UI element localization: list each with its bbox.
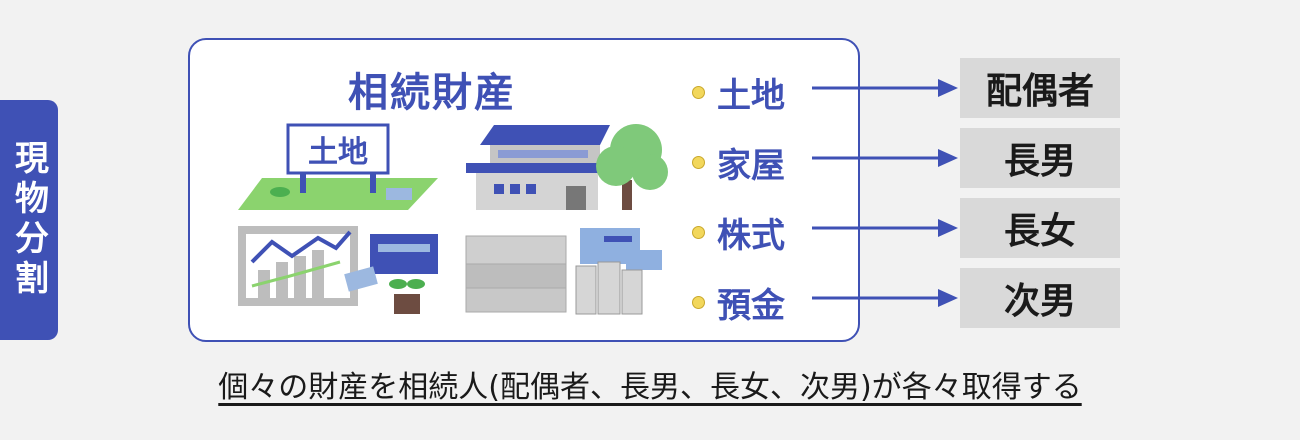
heir-eldest-son: 長男 bbox=[960, 128, 1120, 188]
asset-label: 土地 bbox=[717, 76, 785, 116]
method-label: 現物分割 bbox=[8, 140, 49, 300]
assignment-arrows bbox=[812, 79, 958, 307]
bullet-icon bbox=[692, 226, 705, 239]
cash-stack-icon bbox=[465, 228, 662, 315]
asset-label: 株式 bbox=[717, 216, 785, 256]
panel-title: 相続財産 bbox=[348, 70, 516, 116]
bullet-icon bbox=[692, 156, 705, 169]
land-sign-text: 土地 bbox=[308, 135, 368, 170]
heir-second-son: 次男 bbox=[960, 268, 1120, 328]
asset-label: 家屋 bbox=[717, 146, 785, 186]
bullet-icon bbox=[692, 86, 705, 99]
asset-deposits: 預金 bbox=[692, 278, 785, 327]
asset-house: 家屋 bbox=[692, 138, 785, 187]
asset-stocks: 株式 bbox=[692, 208, 785, 257]
method-tab: 現物分割 bbox=[0, 100, 58, 340]
bullet-icon bbox=[692, 296, 705, 309]
house-icon bbox=[466, 124, 668, 210]
asset-land: 土地 bbox=[692, 68, 785, 117]
heir-eldest-daughter: 長女 bbox=[960, 198, 1120, 258]
heir-spouse: 配偶者 bbox=[960, 58, 1120, 118]
land-icon bbox=[238, 123, 438, 210]
caption: 個々の財産を相続人(配偶者、長男、長女、次男)が各々取得する bbox=[218, 370, 1082, 405]
stock-chart-icon bbox=[238, 226, 438, 314]
asset-label: 預金 bbox=[717, 286, 785, 326]
